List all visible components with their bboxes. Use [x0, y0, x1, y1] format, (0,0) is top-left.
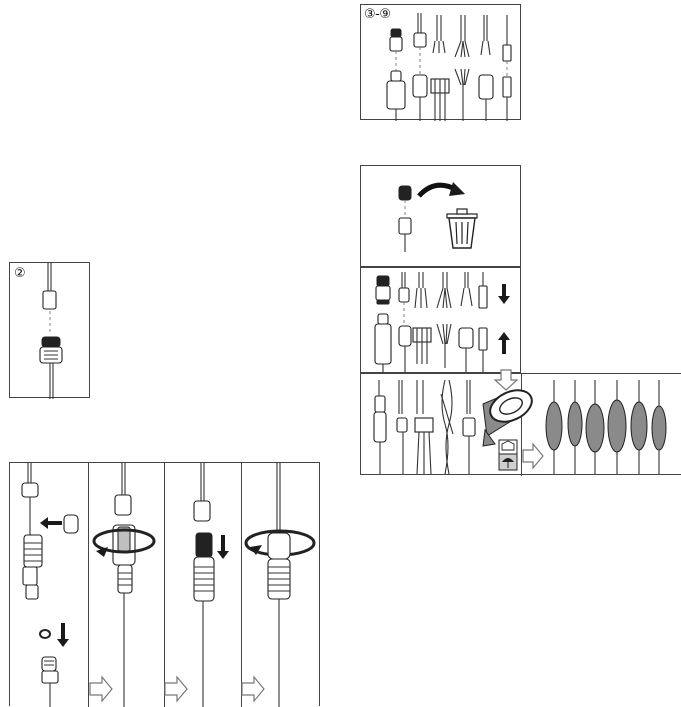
substep-remove-cap [22, 463, 112, 707]
outdoor-use-icon [499, 454, 517, 470]
indoor-use-icon [499, 440, 517, 454]
substep-twist-sleeve [94, 463, 187, 707]
insert-connectors-illustration [361, 268, 522, 374]
connectors-illustration [361, 5, 522, 121]
hollow-arrow-down-icon [495, 370, 517, 390]
step-3-9-panel: ③-⑨ [360, 4, 521, 120]
insulating-tape-icon [483, 384, 537, 446]
wrapped-cables [546, 380, 666, 474]
tape-wrap-illustration [361, 374, 681, 476]
step-2-panel: ② [9, 262, 90, 398]
ethernet-connector-illustration [10, 263, 91, 399]
substep-push-down [194, 463, 264, 707]
discard-illustration [361, 166, 522, 268]
insert-panel [360, 267, 521, 373]
waterproof-steps-illustration [10, 463, 321, 707]
arrow-down-icon [498, 284, 510, 304]
trash-can-icon [447, 209, 477, 248]
waterproof-sequence-panel [9, 462, 320, 706]
substep-tighten-cap [246, 463, 314, 707]
hollow-arrow-right-icon [523, 444, 543, 468]
discard-panel [360, 165, 521, 267]
arrow-up-icon [498, 332, 510, 354]
tape-wrap-panel [360, 373, 681, 475]
